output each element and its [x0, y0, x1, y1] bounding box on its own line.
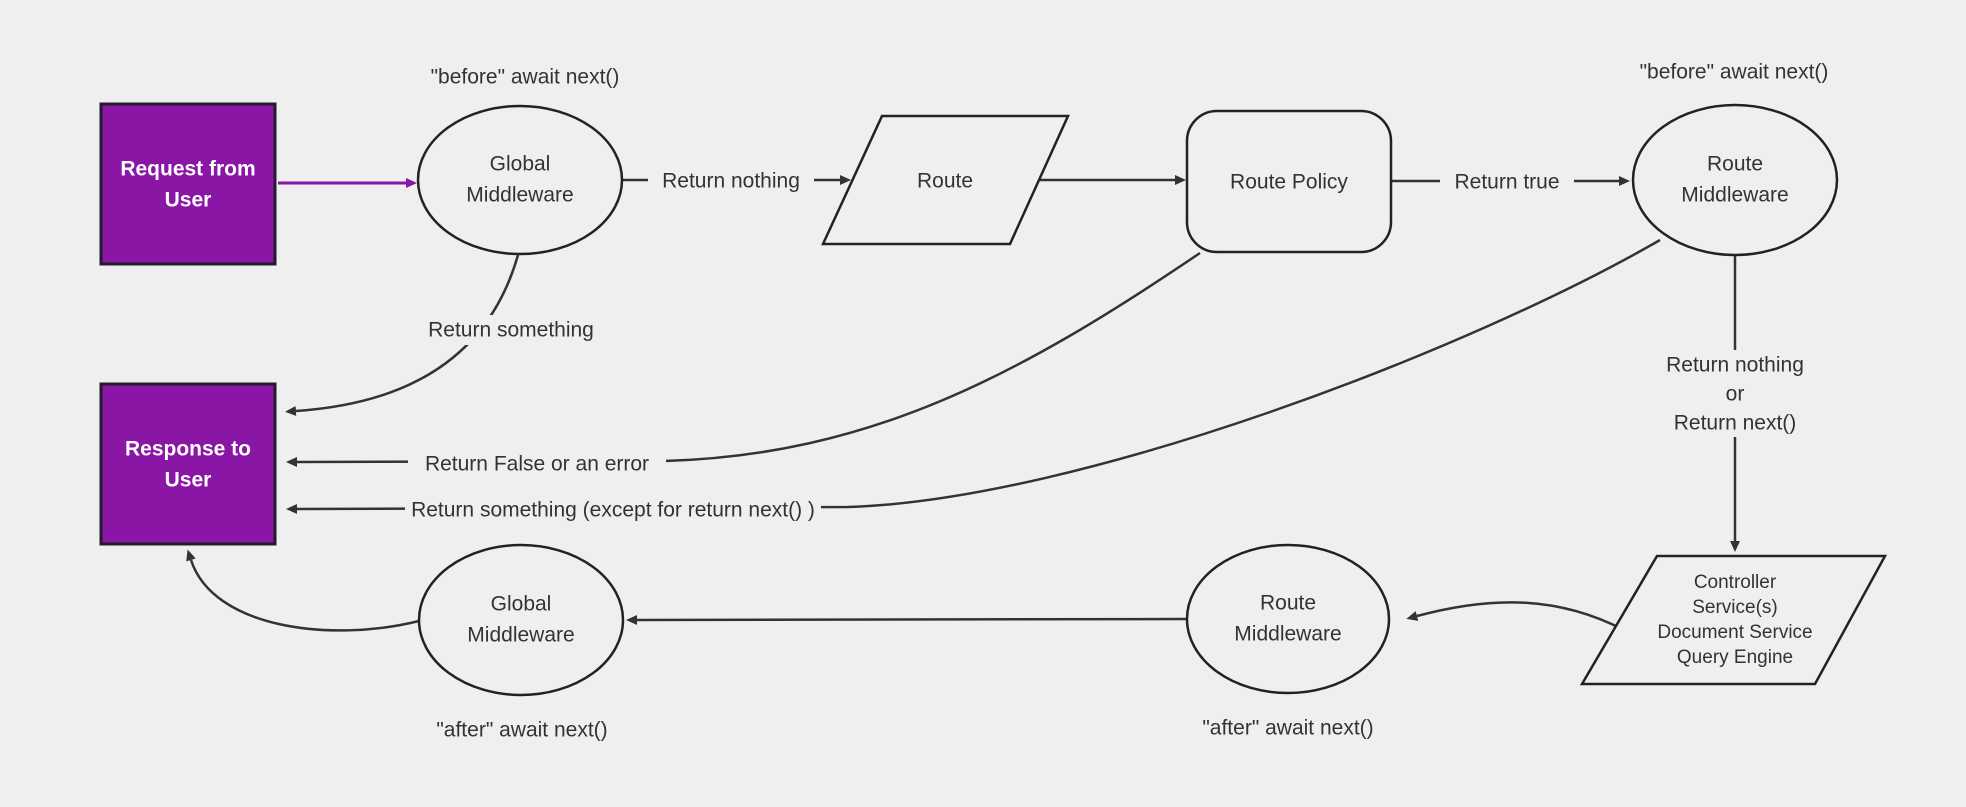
edge-global-middleware-bottom-to-response — [186, 549, 420, 632]
annotation-after-global-middleware: "after" await next() — [436, 719, 607, 742]
edge-label-text: Return next() — [1674, 412, 1797, 435]
node-route-middleware-top: Route Middleware — [1631, 103, 1839, 257]
node-route-middleware-bottom: Route Middleware — [1185, 543, 1391, 695]
edge-route-middleware-to-response — [286, 238, 1661, 514]
edge-global-middleware-to-response — [285, 254, 520, 416]
node-controller-services: Controller Service(s) Document Service Q… — [1579, 554, 1888, 686]
node-label: User — [165, 189, 212, 212]
node-global-middleware-bottom: Global Middleware — [417, 543, 625, 697]
node-label: Middleware — [1681, 184, 1788, 207]
node-label: Middleware — [467, 624, 574, 647]
edge-label-text: Return true — [1454, 171, 1559, 194]
edge-label-text: Return something — [428, 319, 594, 342]
edge-label-text: or — [1726, 383, 1745, 406]
node-label: Response to — [125, 438, 251, 461]
node-label: Route — [917, 170, 973, 193]
node-label: Global — [491, 593, 552, 616]
node-route: Route — [821, 114, 1070, 246]
node-response-to-user: Response to User — [99, 382, 277, 546]
annotation-after-route-middleware: "after" await next() — [1202, 717, 1373, 740]
node-label: Query Engine — [1677, 647, 1793, 668]
node-route-policy: Route Policy — [1185, 109, 1393, 254]
edge-label-return-something-except: Return something (except for return next… — [405, 495, 821, 525]
edge-label-return-nothing-or-next: Return nothing or Return next() — [1652, 350, 1818, 437]
edge-route-middleware-bottom-to-global-middleware-bottom — [626, 615, 1188, 625]
annotation-before-global-middleware: "before" await next() — [431, 66, 620, 89]
edge-label-text: Return something (except for return next… — [411, 499, 815, 522]
edge-controller-to-route-middleware-bottom — [1406, 601, 1625, 632]
edge-route-policy-to-response — [286, 251, 1201, 467]
node-label: Route — [1707, 153, 1763, 176]
node-label: User — [165, 469, 212, 492]
edge-label-text: Return False or an error — [425, 453, 649, 476]
node-label: Document Service — [1657, 622, 1812, 643]
node-label: Middleware — [1234, 623, 1341, 646]
annotation-before-route-middleware: "before" await next() — [1640, 61, 1829, 84]
node-label: Route Policy — [1230, 171, 1348, 194]
edge-label-text: Return nothing — [1666, 354, 1804, 377]
edge-label-return-false: Return False or an error — [408, 449, 666, 478]
node-request-from-user: Request from User — [99, 102, 277, 266]
node-label: Service(s) — [1692, 597, 1778, 618]
edge-label-return-something: Return something — [408, 315, 614, 345]
node-label: Middleware — [466, 184, 573, 207]
edge-label-return-true: Return true — [1440, 167, 1574, 196]
node-label: Request from — [120, 158, 255, 181]
node-global-middleware-top: Global Middleware — [416, 104, 624, 256]
node-label: Controller — [1694, 572, 1777, 593]
node-label: Route — [1260, 592, 1316, 615]
edge-label-text: Return nothing — [662, 170, 800, 193]
edge-label-return-nothing-top: Return nothing — [648, 166, 814, 195]
node-label: Global — [490, 153, 551, 176]
